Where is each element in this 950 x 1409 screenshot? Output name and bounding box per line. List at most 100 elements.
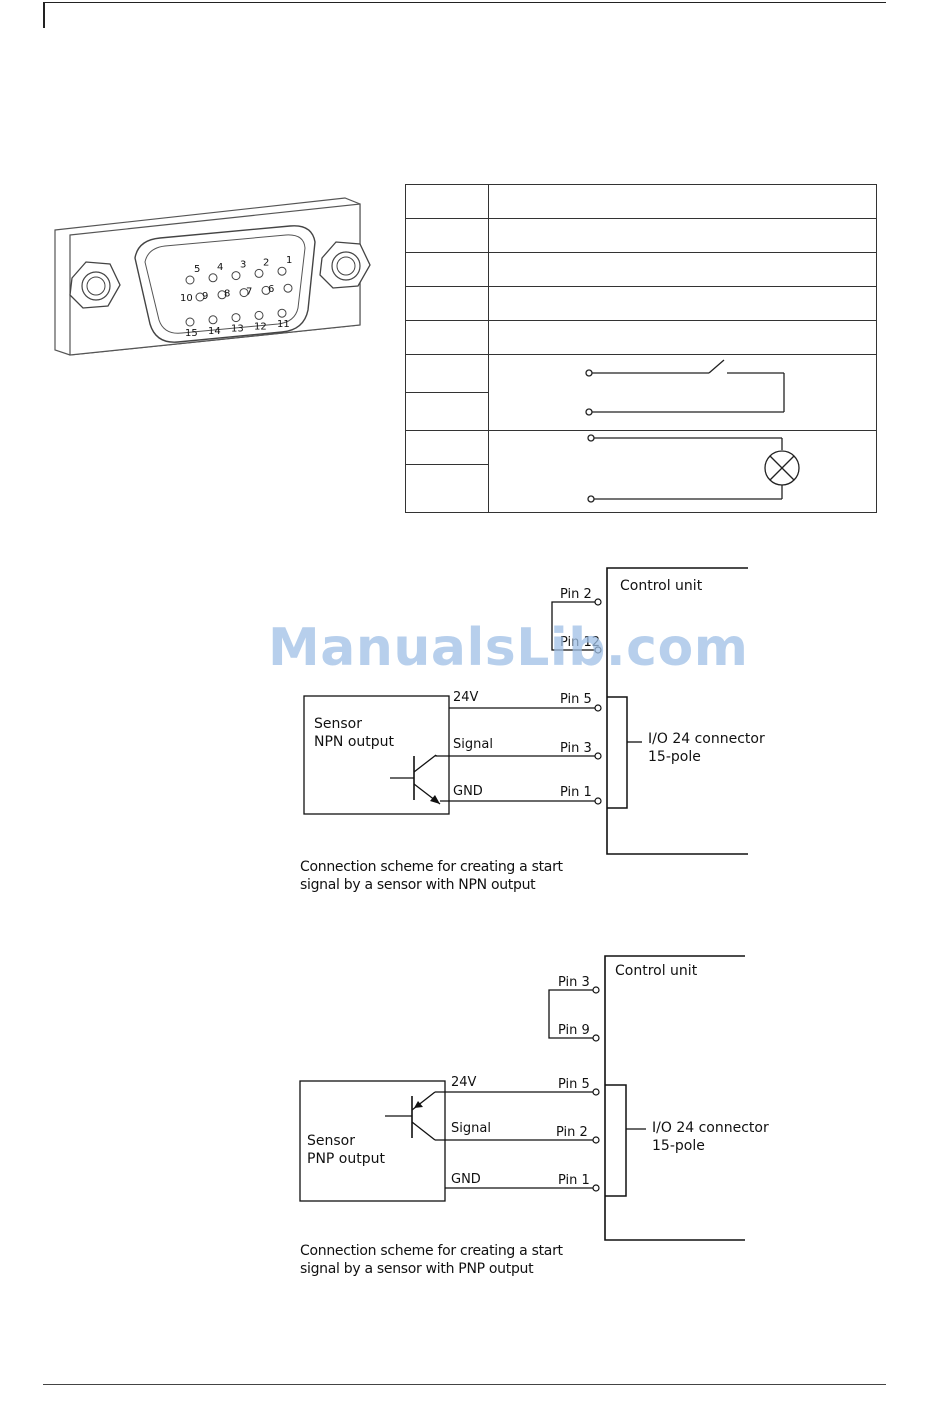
wire-label-24v: 24V	[453, 690, 479, 705]
table-row	[405, 392, 877, 431]
pin-cell	[405, 430, 489, 465]
right-hex-nut	[319, 241, 371, 289]
wire-label-signal: Signal	[451, 1121, 491, 1136]
table-row	[405, 218, 877, 253]
pin-number: 8	[224, 289, 230, 300]
pin-contact	[239, 288, 249, 298]
connector-label-line1: I/O 24 connector	[652, 1120, 769, 1136]
pin-number: 14	[208, 326, 221, 337]
sensor-pin-label: Pin 1	[560, 785, 592, 800]
caption-line: Connection scheme for creating a start	[300, 1243, 563, 1259]
pin-cell	[405, 252, 489, 287]
header-rule	[43, 2, 886, 3]
pin-contact	[217, 290, 227, 300]
function-cell	[488, 286, 877, 321]
sensor-pin-label: Pin 5	[560, 692, 592, 707]
pin-number: 7	[246, 286, 252, 297]
control-unit-label: Control unit	[615, 963, 698, 979]
connector-bracket	[605, 1084, 627, 1197]
pin-terminal	[592, 1136, 600, 1144]
pin-cell	[405, 354, 489, 393]
pin-terminal	[594, 704, 602, 712]
pin-number: 15	[185, 328, 198, 339]
pin-contact	[231, 271, 241, 281]
function-cell	[488, 320, 877, 355]
pin-terminal	[592, 1088, 600, 1096]
control-unit-outline	[606, 567, 748, 855]
pin-number: 11	[277, 319, 290, 330]
pin-cell	[405, 320, 489, 355]
sensor-pin-label: Pin 5	[558, 1077, 590, 1092]
pin-terminal	[594, 752, 602, 760]
pin-terminal	[594, 598, 602, 606]
table-row	[405, 430, 877, 513]
lamp-symbol	[587, 434, 800, 503]
pin-terminal	[592, 1184, 600, 1192]
watermark-text: ManualsLib.com	[268, 618, 749, 678]
pin-contact	[195, 292, 205, 302]
caption-line: signal by a sensor with PNP output	[300, 1261, 534, 1277]
left-hex-nut	[69, 261, 121, 309]
bridge-wire	[551, 601, 595, 651]
pin-contact	[231, 313, 241, 323]
switch-wiring-cell	[488, 354, 877, 431]
sensor-pin-label: Pin 3	[560, 741, 592, 756]
connector-bracket	[607, 696, 628, 809]
table-row	[405, 354, 877, 431]
sensor-box	[303, 695, 450, 815]
pin-cell	[405, 218, 489, 253]
pin-number: 2	[263, 257, 269, 268]
pin-terminal	[592, 986, 600, 994]
pin-contact	[261, 285, 271, 295]
bridge-pin-label: Pin 2	[560, 587, 592, 602]
sensor-box	[299, 1080, 446, 1202]
bridge-wire	[548, 989, 593, 1039]
pin-number: 13	[231, 324, 244, 335]
control-unit-label: Control unit	[620, 578, 703, 594]
table-row	[405, 252, 877, 287]
pin-number: 1	[286, 255, 292, 266]
pin-contact	[185, 317, 195, 327]
header-rule-corner	[43, 2, 45, 28]
sensor-label-line1: Sensor	[314, 716, 362, 732]
connector-label-line2: 15-pole	[652, 1138, 705, 1154]
pin-number: 5	[194, 264, 200, 275]
pin-terminal	[592, 1034, 600, 1042]
wire-label-gnd: GND	[451, 1172, 481, 1187]
pin-number: 12	[254, 321, 267, 332]
table-row	[405, 286, 877, 321]
pnp-connection-diagram: Control unit Pin 3 Pin 9 Sensor PNP outp…	[299, 955, 769, 1241]
caption-line: signal by a sensor with NPN output	[300, 877, 536, 893]
function-cell	[488, 218, 877, 253]
pin-number: 9	[202, 291, 208, 302]
pin-contact	[277, 308, 287, 318]
pin-contact	[254, 310, 264, 320]
pin-contact	[283, 283, 293, 293]
pin-terminal	[594, 797, 602, 805]
pin-number: 10	[180, 293, 193, 304]
pnp-diagram-caption: Connection scheme for creating a start s…	[300, 1242, 563, 1278]
wire-label-24v: 24V	[451, 1075, 477, 1090]
pin-contact	[254, 268, 264, 278]
npn-connection-diagram: Control unit Pin 2 Pin 12 Sensor NPN out…	[303, 567, 765, 855]
pin-contact	[185, 275, 195, 285]
function-cell	[488, 252, 877, 287]
bridge-pin-label: Pin 12	[560, 635, 600, 650]
caption-line: Connection scheme for creating a start	[300, 859, 563, 875]
wire-label-signal: Signal	[453, 737, 493, 752]
pin-cell	[405, 286, 489, 321]
pin-contact	[208, 273, 218, 283]
sensor-pin-label: Pin 1	[558, 1173, 590, 1188]
pin-assignment-table	[405, 184, 877, 513]
pin-number: 3	[240, 260, 246, 271]
bridge-pin-label: Pin 3	[558, 975, 590, 990]
connector-label-line1: I/O 24 connector	[648, 731, 765, 747]
connector-label-line2: 15-pole	[648, 749, 701, 765]
bridge-pin-label: Pin 9	[558, 1023, 590, 1038]
pin-contacts	[185, 266, 293, 327]
sensor-pin-label: Pin 2	[556, 1125, 588, 1140]
table-row	[405, 184, 877, 219]
pin-number: 6	[268, 284, 274, 295]
npn-diagram-caption: Connection scheme for creating a start s…	[300, 858, 563, 894]
